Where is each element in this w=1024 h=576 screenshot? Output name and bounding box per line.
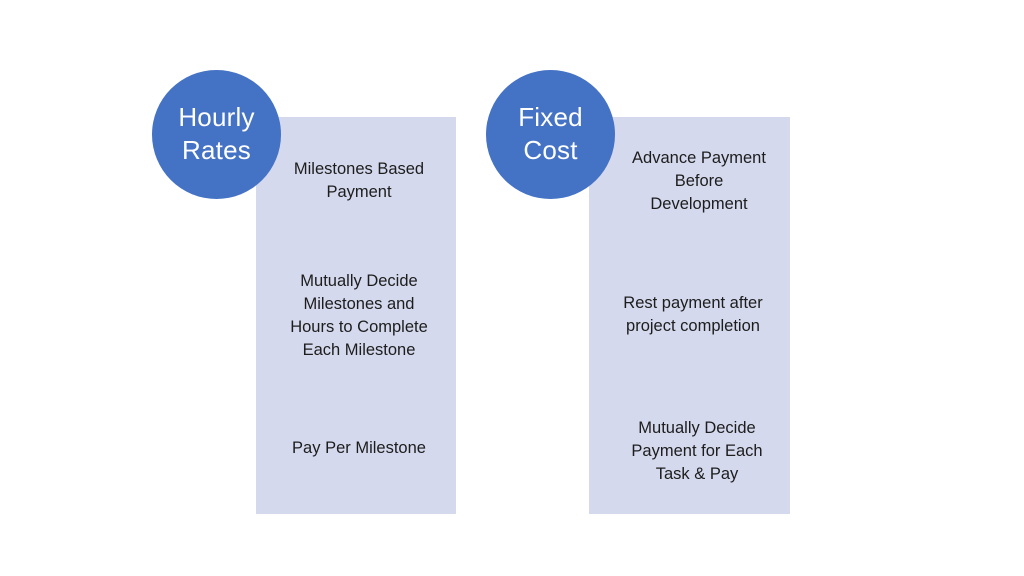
hourly-rates-badge: Hourly Rates (152, 70, 281, 199)
hourly-rates-panel (256, 117, 456, 514)
fixed-cost-badge: Fixed Cost (486, 70, 615, 199)
fixed-cost-panel (589, 117, 790, 514)
fixed-cost-item-1: Advance Payment Before Development (632, 149, 766, 213)
hourly-rates-item-3: Pay Per Milestone (292, 439, 426, 457)
hourly-rates-item-2: Mutually Decide Milestones and Hours to … (290, 272, 428, 359)
fixed-cost-item-2: Rest payment after project completion (623, 294, 763, 335)
hourly-rates-item-1: Milestones Based Payment (293, 160, 425, 201)
fixed-cost-badge-label: Fixed Cost (518, 101, 583, 165)
fixed-cost-item-3: Mutually Decide Payment for Each Task & … (631, 419, 763, 483)
hourly-rates-badge-label: Hourly Rates (178, 101, 255, 165)
